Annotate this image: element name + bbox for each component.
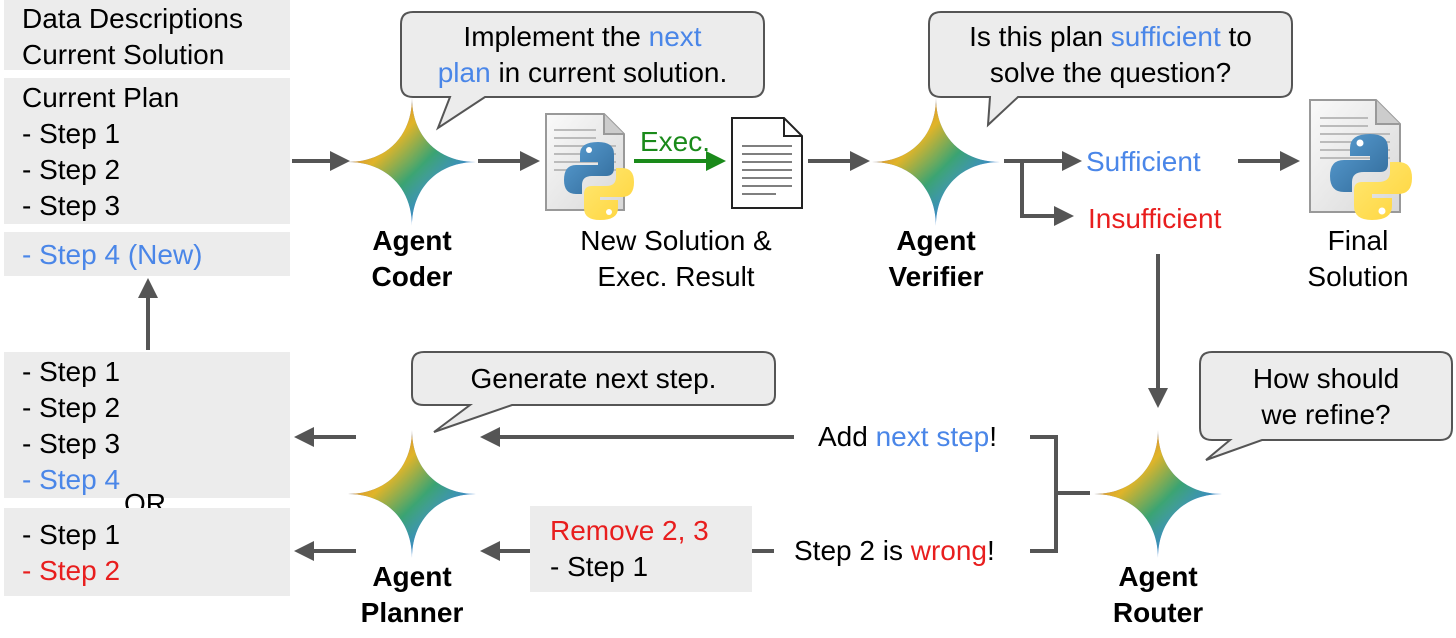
exec-label: Exec. [640, 126, 711, 157]
plan-step-2: - Step 2 [22, 154, 121, 185]
router-bubble-line-2: we refine? [1261, 399, 1391, 430]
router-bubble-line-1: How should [1252, 363, 1400, 394]
final-solution-line-1: Final [1327, 225, 1389, 256]
option-add-box [4, 352, 290, 498]
insufficient-label: Insufficient [1088, 203, 1222, 234]
verifier-bubble-line-1: Is this plan sufficient to [969, 21, 1252, 52]
agent-router-label-1: Agent [1118, 561, 1198, 592]
coder-speech-bubble [400, 11, 765, 131]
remove-steps-line-1: Remove 2, 3 [550, 515, 709, 546]
current-plan-box [4, 78, 290, 224]
planner-speech-bubble [411, 351, 776, 433]
remove-steps-box [530, 506, 752, 592]
agent-planner-label-2: Planner [360, 597, 464, 628]
option-add-step-2: - Step 2 [22, 392, 121, 423]
verifier-speech-bubble [928, 11, 1293, 128]
add-step-label: Add next step! [818, 421, 998, 452]
plan-step-3: - Step 3 [22, 190, 121, 221]
verifier-bubble-line-2: solve the question? [989, 57, 1232, 88]
remove-steps-line-2: - Step 1 [550, 551, 649, 582]
option-add-step-1: - Step 1 [22, 356, 121, 387]
document-icon [731, 117, 803, 209]
new-solution-line-2: Exec. Result [597, 261, 755, 292]
coder-bubble-line-2: plan in current solution. [437, 57, 728, 88]
agent-router-label-2: Router [1112, 597, 1204, 628]
agent-coder-label-1: Agent [372, 225, 452, 256]
wrong-step-label: Step 2 is wrong! [794, 535, 995, 566]
new-step-label: - Step 4 (New) [22, 239, 203, 270]
current-plan-title: Current Plan [22, 82, 180, 113]
router-speech-bubble [1199, 351, 1453, 461]
option-remove-step-2: - Step 2 [22, 555, 121, 586]
sufficient-label: Sufficient [1086, 146, 1201, 177]
agent-planner-label-1: Agent [372, 561, 452, 592]
python-file-icon [1309, 99, 1412, 220]
agent-coder-label-2: Coder [371, 261, 453, 292]
context-line-1: Data Descriptions [22, 3, 243, 34]
plan-step-1: - Step 1 [22, 118, 121, 149]
final-solution-line-2: Solution [1307, 261, 1409, 292]
gemini-star-icon [348, 430, 476, 558]
planner-bubble-text: Generate next step. [470, 363, 717, 394]
option-add-step-4: - Step 4 [22, 464, 121, 495]
option-remove-step-1: - Step 1 [22, 519, 121, 550]
option-remove-box [4, 508, 290, 596]
context-box [4, 0, 290, 70]
gemini-star-icon [348, 98, 476, 226]
agent-verifier-label-1: Agent [896, 225, 976, 256]
option-add-step-3: - Step 3 [22, 428, 121, 459]
context-line-2: Current Solution [22, 39, 225, 70]
python-file-icon [545, 113, 634, 220]
new-solution-line-1: New Solution & [580, 225, 772, 256]
gemini-star-icon [872, 98, 1000, 226]
coder-bubble-line-1: Implement the next [463, 21, 702, 52]
gemini-star-icon [1094, 430, 1222, 558]
agent-verifier-label-2: Verifier [888, 261, 984, 292]
new-step-box [4, 232, 290, 276]
